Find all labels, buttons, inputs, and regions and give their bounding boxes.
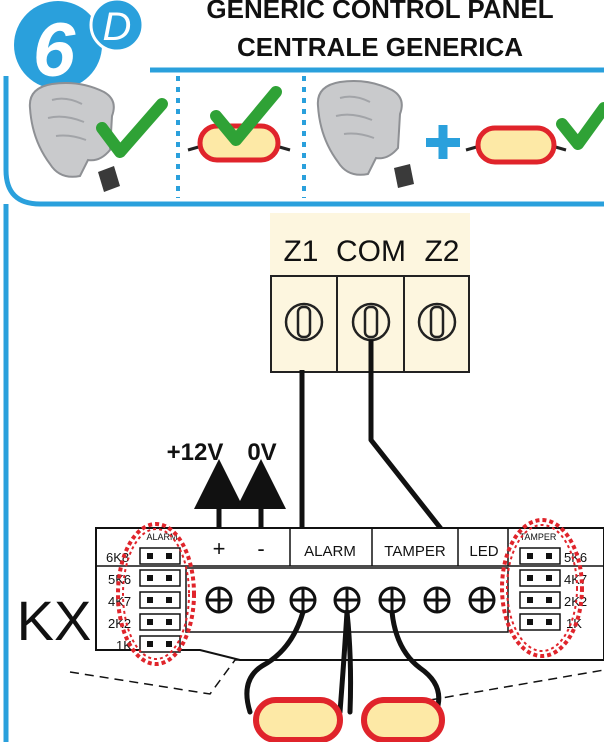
plus-sign: + <box>213 536 226 561</box>
step-letter-badge: D <box>89 0 145 53</box>
check-icon <box>96 98 168 158</box>
screw-icon <box>378 586 406 614</box>
alarm-resistor-selector: ALARM 6K8 5K6 4K7 2K2 1K <box>106 522 196 666</box>
step-number: 6 <box>33 8 76 93</box>
wire-com-to-tamper <box>368 340 444 532</box>
alarm-selector-highlight <box>116 522 196 666</box>
screw-icon <box>284 302 324 342</box>
step-badge: 6 <box>14 1 102 93</box>
power-label-12v: +12V <box>167 439 224 466</box>
plus-icon <box>426 125 460 159</box>
led-terminal-label: LED <box>469 543 498 560</box>
kx-board: KX + - ALARM TAMPER LED ALARM 6K8 5K6 4K… <box>17 518 604 666</box>
tamper-value-5k6: 5K6 <box>564 550 587 565</box>
tamper-terminal-label: TAMPER <box>384 543 446 560</box>
resistor-wiring <box>244 609 442 715</box>
minus-sign: - <box>257 536 264 561</box>
hand-magnet-icon <box>28 82 120 192</box>
screw-icon <box>247 586 275 614</box>
alarm-terminal-label: ALARM <box>304 543 356 560</box>
step-letter: D <box>103 5 132 49</box>
hand-magnet-icon <box>316 80 414 188</box>
alarm-value-1k: 1K <box>116 638 132 653</box>
control-panel-block: Z1 COM Z2 <box>270 213 470 373</box>
title-line2: CENTRALE GENERICA <box>237 32 523 62</box>
screw-icon <box>417 302 457 342</box>
screw-icon <box>333 586 361 614</box>
terminal-label-z1: Z1 <box>283 235 318 268</box>
screw-icon <box>289 586 317 614</box>
title-line1: GENERIC CONTROL PANEL <box>206 0 553 24</box>
model-label: KX <box>17 589 92 652</box>
tamper-resistor-selector: TAMPER 5K6 4K7 2K2 1K <box>500 518 587 658</box>
cut-lines <box>69 659 604 701</box>
instruction-strip-frame <box>3 67 604 207</box>
terminal-label-z2: Z2 <box>424 235 459 268</box>
screw-icon <box>468 586 496 614</box>
screw-icon <box>423 586 451 614</box>
screw-icon <box>351 302 391 342</box>
tamper-selector-header: TAMPER <box>520 532 557 542</box>
check-icon <box>556 102 604 150</box>
header: 6 D GENERIC CONTROL PANEL CENTRALE GENER… <box>3 0 604 742</box>
alarm-value-4k7: 4K7 <box>108 594 131 609</box>
resistor-icon <box>465 125 567 165</box>
screw-icon <box>205 586 233 614</box>
check-icon <box>210 86 282 146</box>
wires <box>299 340 444 532</box>
terminal-label-com: COM <box>336 235 406 268</box>
power-label-0v: 0V <box>247 439 276 466</box>
alarm-selector-header: ALARM <box>146 532 177 542</box>
alarm-value-5k6: 5K6 <box>108 572 131 587</box>
resistor-icon <box>253 697 343 743</box>
tamper-selector-highlight <box>500 518 584 658</box>
resistor-icon <box>361 697 445 743</box>
